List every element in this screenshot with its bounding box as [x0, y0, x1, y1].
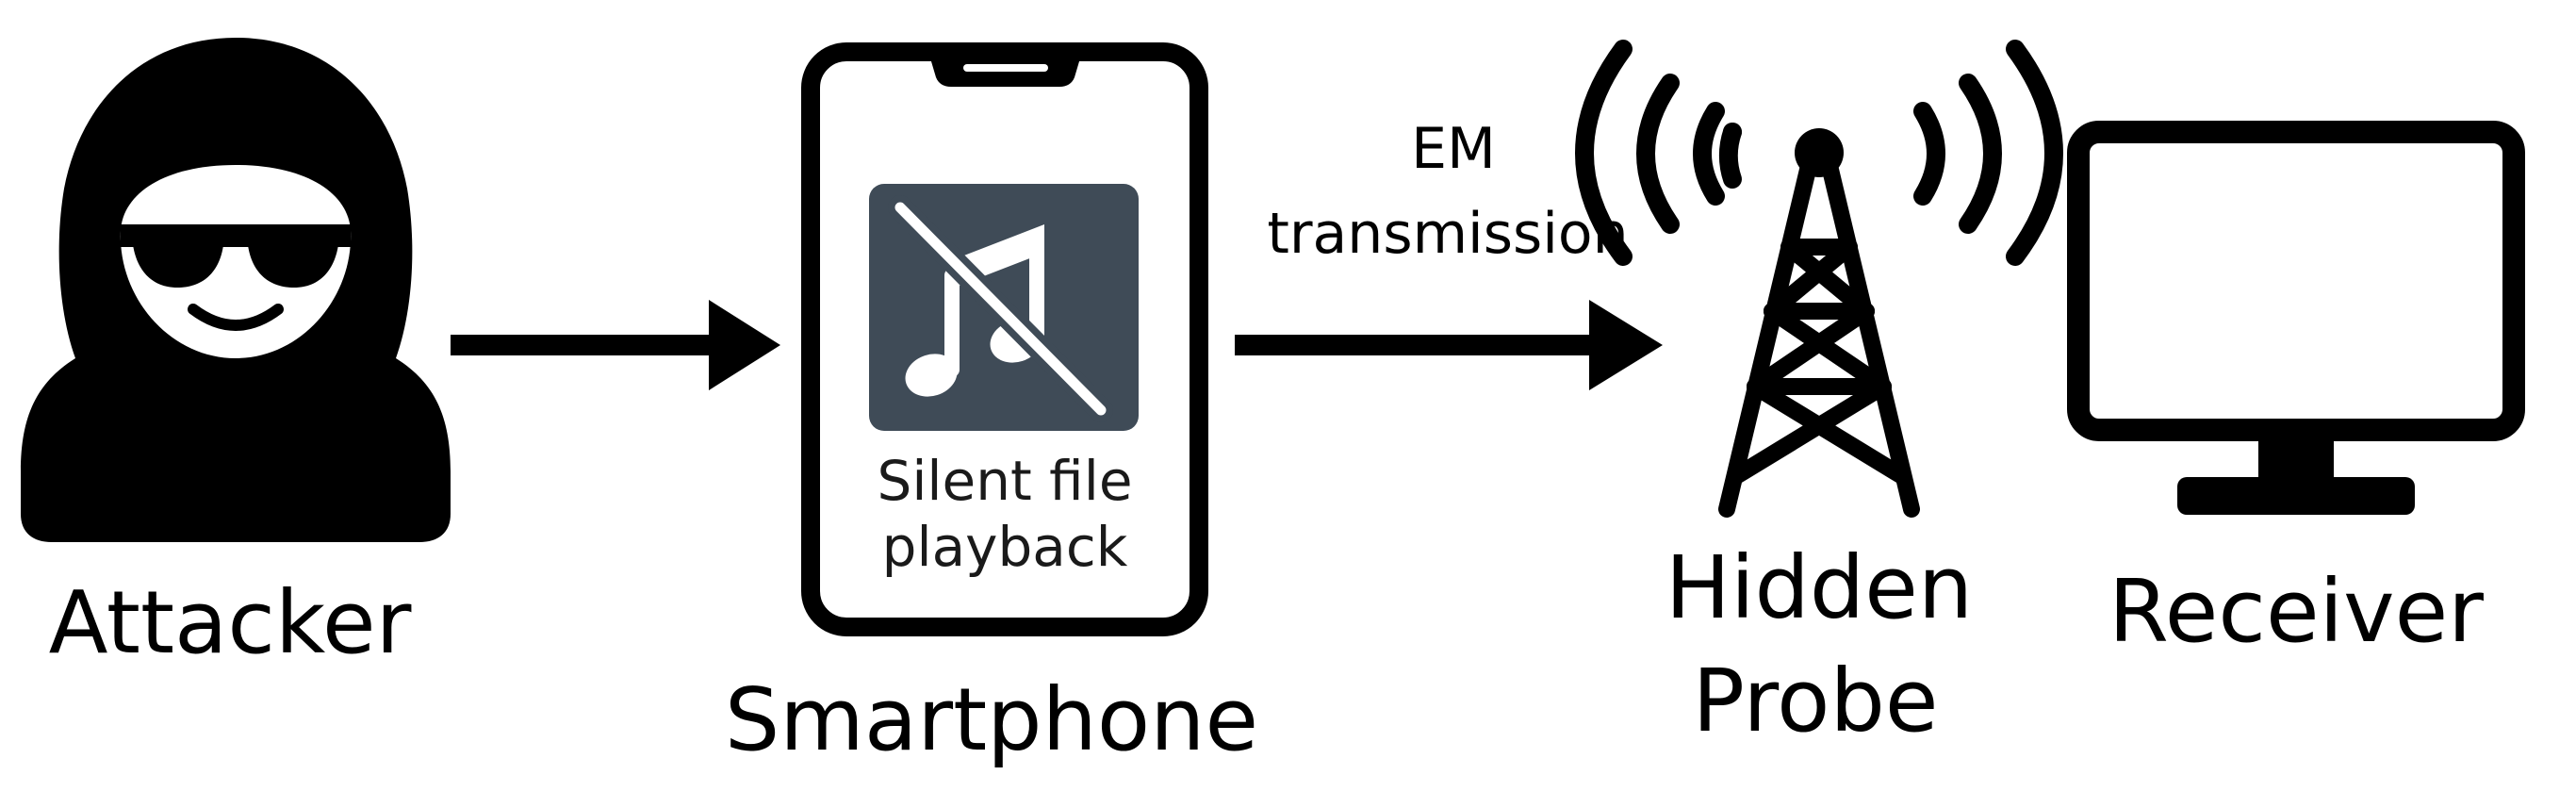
muted-music-note-icon	[869, 184, 1139, 431]
receiver-node: Receiver	[2067, 121, 2525, 662]
monitor-icon	[2067, 121, 2525, 515]
probe-node: Hidden Probe	[1575, 40, 2063, 751]
smartphone-screen-text-line1: Silent file	[878, 449, 1133, 513]
arrow-phone-to-probe	[1235, 300, 1663, 390]
smartphone-node: Silent file playback Smartphone	[725, 42, 1258, 770]
radio-tower-icon	[1575, 40, 2063, 518]
attacker-label: Attacker	[49, 572, 412, 673]
attacker-node: Attacker	[21, 38, 451, 673]
arrow-attacker-to-phone	[451, 300, 780, 390]
em-label-line1: EM	[1411, 116, 1496, 182]
edge-phone-to-probe: EM transmission	[1235, 116, 1663, 390]
em-label-line2: transmission	[1267, 201, 1628, 267]
probe-label-line2: Probe	[1693, 651, 1939, 751]
smartphone-screen-text-line2: playback	[882, 515, 1128, 579]
receiver-label: Receiver	[2108, 561, 2484, 662]
probe-label-line1: Hidden	[1665, 537, 1973, 638]
smartphone-label: Smartphone	[725, 669, 1258, 770]
hooded-hacker-icon	[21, 38, 451, 542]
